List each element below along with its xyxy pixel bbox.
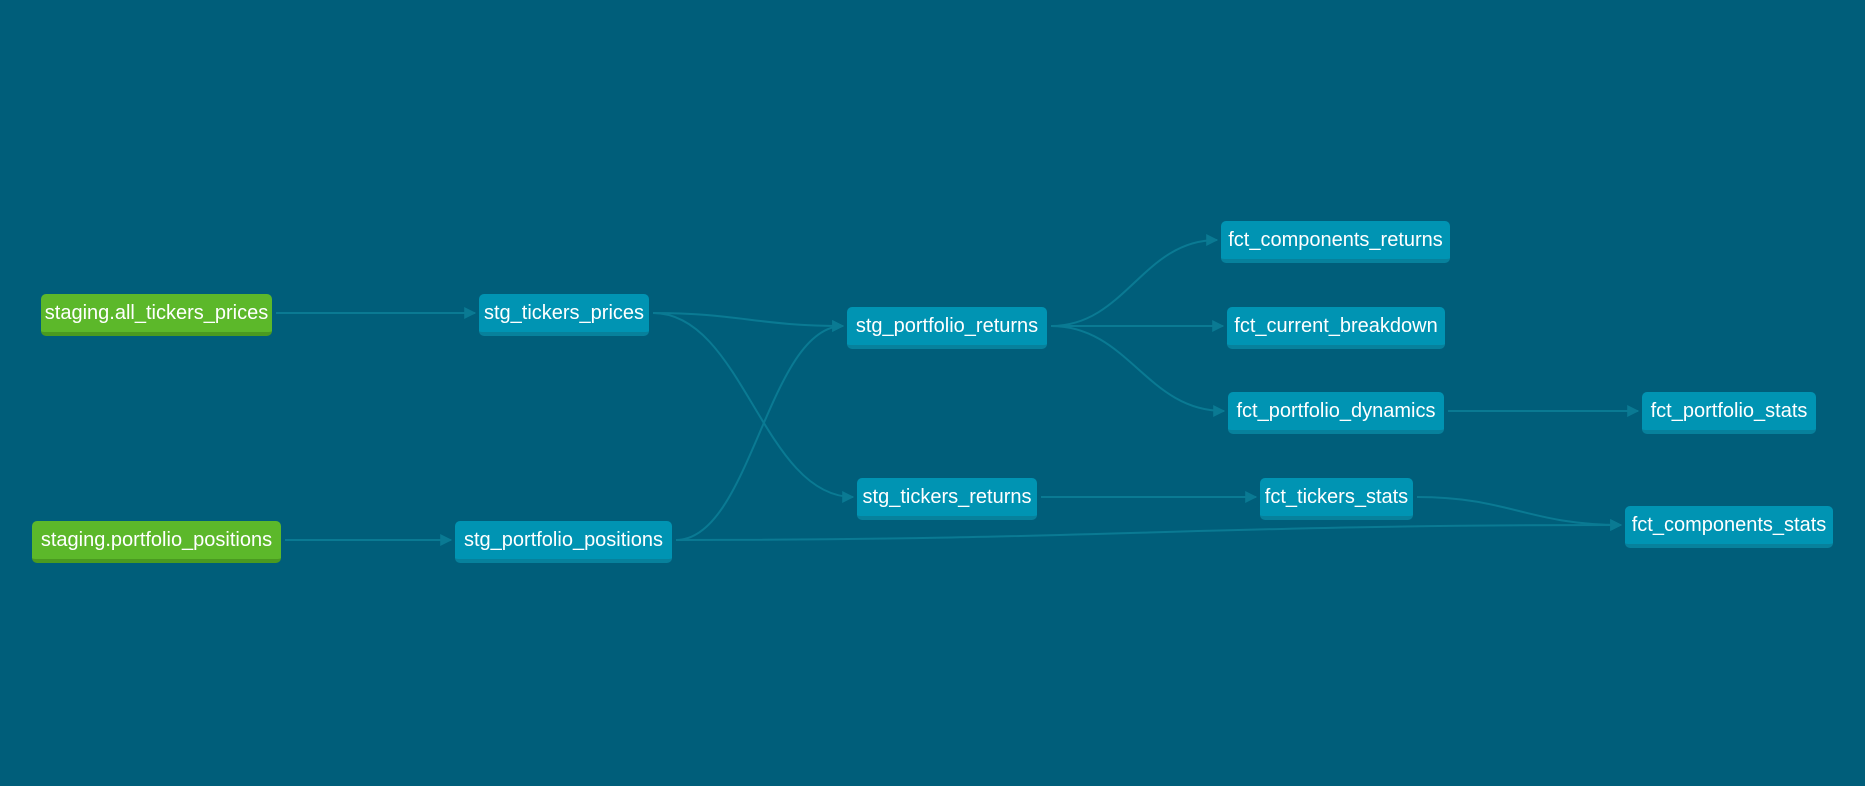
node-fct-components-stats[interactable]: fct_components_stats <box>1625 506 1833 548</box>
edge-stg_portfolio_returns-to-fct_components_returns <box>1050 234 1219 327</box>
node-stg-tickers-returns[interactable]: stg_tickers_returns <box>857 478 1037 520</box>
edge-stg_tickers_prices-to-stg_portfolio_returns <box>652 312 845 332</box>
node-staging-portfolio-positions[interactable]: staging.portfolio_positions <box>32 521 281 563</box>
edge-stg_portfolio_positions-to-stg_portfolio_returns <box>675 320 845 541</box>
edge-fct_tickers_stats-to-fct_components_stats <box>1416 496 1623 531</box>
node-fct-portfolio-dynamics[interactable]: fct_portfolio_dynamics <box>1228 392 1444 434</box>
edge-stg_portfolio_returns-to-fct_portfolio_dynamics <box>1050 325 1226 417</box>
node-stg-tickers-prices[interactable]: stg_tickers_prices <box>479 294 649 336</box>
edge-stg_tickers_prices-to-stg_tickers_returns <box>652 312 855 503</box>
edge-stg_portfolio_positions-to-fct_components_stats <box>675 519 1623 541</box>
node-fct-components-returns[interactable]: fct_components_returns <box>1221 221 1450 263</box>
node-staging-all-tickers-prices[interactable]: staging.all_tickers_prices <box>41 294 272 336</box>
node-stg-portfolio-positions[interactable]: stg_portfolio_positions <box>455 521 672 563</box>
node-fct-current-breakdown[interactable]: fct_current_breakdown <box>1227 307 1445 349</box>
node-fct-tickers-stats[interactable]: fct_tickers_stats <box>1260 478 1413 520</box>
node-stg-portfolio-returns[interactable]: stg_portfolio_returns <box>847 307 1047 349</box>
node-fct-portfolio-stats[interactable]: fct_portfolio_stats <box>1642 392 1816 434</box>
